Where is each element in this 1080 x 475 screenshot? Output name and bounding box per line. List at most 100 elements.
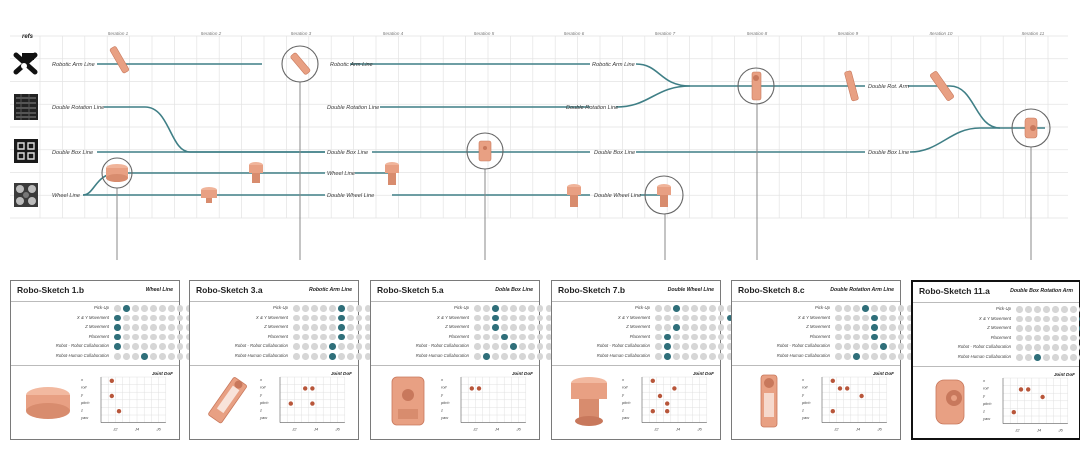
capability-dot bbox=[158, 343, 166, 350]
double-rot-arm-path bbox=[908, 85, 1045, 129]
capability-dot bbox=[870, 324, 878, 331]
capability-dot bbox=[536, 343, 544, 350]
sketch-wheel-iter4 bbox=[385, 162, 399, 185]
iteration-label: Iteration 4 bbox=[383, 31, 404, 36]
capability-dot bbox=[681, 352, 689, 360]
capability-dot bbox=[176, 343, 184, 350]
capability-dots bbox=[655, 324, 743, 331]
capability-dot bbox=[149, 352, 157, 360]
capability-dot bbox=[726, 352, 734, 360]
label-double-rotation-2: Double Rotation Line bbox=[327, 105, 379, 111]
capability-dot bbox=[681, 324, 689, 331]
capability-dot bbox=[293, 352, 300, 360]
capability-dot bbox=[888, 352, 896, 360]
card-divider bbox=[11, 301, 179, 302]
capability-dots bbox=[1016, 334, 1080, 342]
capability-dot bbox=[167, 305, 175, 312]
capability-dot bbox=[355, 305, 363, 312]
capability-dot bbox=[1042, 353, 1050, 361]
dof-point bbox=[310, 386, 315, 391]
capability-label: X & Y Movement bbox=[797, 314, 830, 320]
sketch-arm-iter1 bbox=[109, 46, 130, 74]
capability-dot bbox=[346, 324, 354, 331]
capability-dot bbox=[708, 333, 716, 341]
capability-dot bbox=[897, 305, 905, 312]
capability-row: X & Y Movement bbox=[371, 314, 562, 324]
capability-dot bbox=[726, 343, 734, 350]
capability-label: Pick-Up bbox=[453, 305, 469, 310]
capability-dot bbox=[114, 352, 121, 360]
capability-dot bbox=[861, 352, 869, 360]
capability-dot bbox=[310, 305, 318, 312]
capability-dot bbox=[158, 305, 166, 312]
capability-dot bbox=[319, 305, 327, 312]
capability-dot bbox=[1051, 353, 1059, 361]
capability-dot bbox=[672, 305, 680, 312]
dof-tick-label: J4 bbox=[313, 427, 319, 432]
capability-dot bbox=[364, 314, 372, 322]
dof-title: Joint DoF bbox=[331, 371, 352, 376]
capability-row: Placement bbox=[11, 333, 202, 343]
capability-dot bbox=[337, 314, 345, 322]
dof-row-label: pitch bbox=[621, 400, 631, 405]
iteration-label: Iteration 1 bbox=[108, 31, 129, 36]
capability-dot bbox=[672, 314, 680, 322]
card-divider bbox=[913, 302, 1079, 303]
card-title: Robo-Sketch 11.a bbox=[919, 286, 990, 296]
capability-label: X & Y Movement bbox=[255, 314, 288, 320]
card-line-name: Wheel Line bbox=[145, 287, 173, 293]
card-divider bbox=[913, 366, 1079, 367]
capability-dots bbox=[1016, 315, 1080, 323]
dof-row-label: yaw bbox=[621, 415, 630, 420]
capability-row: Z Movement bbox=[732, 323, 923, 333]
capability-dot bbox=[167, 324, 175, 331]
capability-row: Pick-Up bbox=[913, 305, 1080, 315]
capability-dot bbox=[663, 324, 671, 331]
capability-dot bbox=[655, 314, 662, 322]
capability-row: Robot - Robot Collaboration bbox=[732, 342, 923, 352]
dof-row-label: roll bbox=[622, 385, 627, 390]
capability-dot bbox=[319, 324, 327, 331]
dof-tick-label: J4 bbox=[494, 427, 500, 432]
capability-dot bbox=[870, 333, 878, 341]
capability-dot bbox=[1069, 306, 1077, 313]
capability-dots bbox=[1016, 325, 1080, 332]
capability-dot bbox=[835, 314, 842, 322]
capability-row: X & Y Movement bbox=[732, 314, 923, 324]
capability-dot bbox=[527, 352, 535, 360]
capability-dots bbox=[474, 314, 562, 322]
capability-dot bbox=[509, 324, 517, 331]
capability-label: Z Movement bbox=[626, 324, 650, 330]
capability-label: Z Movement bbox=[806, 324, 830, 330]
capability-dot bbox=[852, 343, 860, 350]
dof-row-label: z bbox=[80, 407, 83, 412]
dof-row-label: z bbox=[259, 407, 262, 412]
dof-tick-label: J2 bbox=[1014, 428, 1020, 433]
capability-dots bbox=[293, 333, 381, 341]
capability-dot bbox=[1069, 315, 1077, 323]
dof-point bbox=[837, 386, 843, 391]
sketch-wheel-iter1 bbox=[106, 164, 128, 182]
dof-row-label: roll bbox=[441, 385, 446, 390]
capability-dot bbox=[672, 324, 680, 331]
capability-dot bbox=[870, 314, 878, 322]
capability-dot bbox=[482, 343, 490, 350]
capability-dot bbox=[852, 333, 860, 341]
capability-dot bbox=[717, 333, 725, 341]
capability-dots bbox=[655, 352, 743, 360]
capability-dot bbox=[699, 352, 707, 360]
capability-dot bbox=[122, 305, 130, 312]
capability-label: X & Y Movement bbox=[76, 314, 109, 320]
dof-point bbox=[303, 386, 308, 391]
capability-dots bbox=[835, 333, 923, 341]
dof-tick-label: J6 bbox=[515, 427, 521, 432]
capability-dot bbox=[328, 305, 336, 312]
